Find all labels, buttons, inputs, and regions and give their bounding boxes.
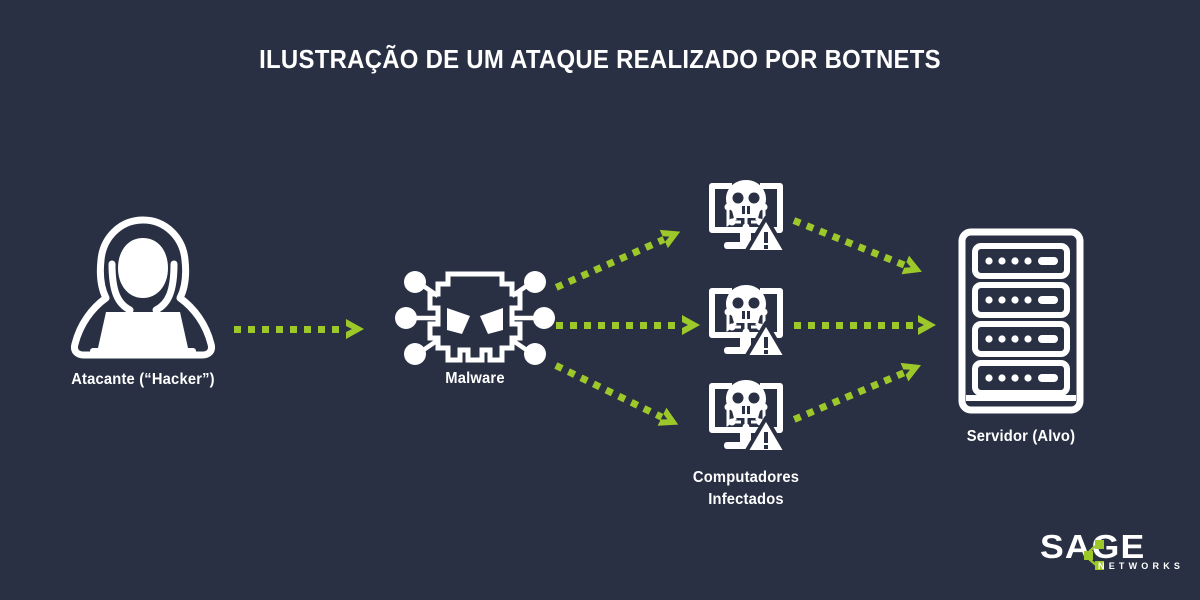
hacker-hoodie-laptop-icon — [48, 212, 238, 362]
logo-tagline: NETWORKS — [1098, 561, 1185, 571]
sage-networks-logo: SAGE NETWORKS — [1040, 528, 1180, 576]
page-title: ILUSTRAÇÃO DE UM ATAQUE REALIZADO POR BO… — [259, 44, 941, 74]
malware-skull-chip-icon — [392, 268, 558, 368]
infected-label-line-2: Infectados — [708, 491, 784, 509]
malware-label: Malware — [445, 370, 505, 387]
infected-computer-1 — [704, 178, 788, 262]
logo-node-accent-icon — [1084, 540, 1110, 575]
flow-infected-3-to-server — [791, 356, 929, 425]
infected-computers-label: Computadores Infectados — [661, 467, 832, 512]
flow-malware-to-infected-1 — [553, 223, 688, 294]
infected-label-line-1: Computadores — [692, 469, 800, 486]
server-rack-icon — [958, 228, 1084, 414]
flow-attacker-to-malware — [234, 319, 366, 339]
infected-computer-3 — [704, 378, 788, 462]
flow-malware-to-infected-3 — [553, 359, 687, 434]
infected-computer-2 — [704, 283, 788, 367]
flow-infected-2-to-server — [794, 315, 942, 335]
server-label: Servidor (Alvo) — [966, 428, 1076, 445]
flow-infected-1-to-server — [791, 214, 928, 280]
flow-malware-to-infected-2 — [556, 315, 708, 335]
attacker-label: Atacante (“Hacker”) — [71, 371, 215, 388]
